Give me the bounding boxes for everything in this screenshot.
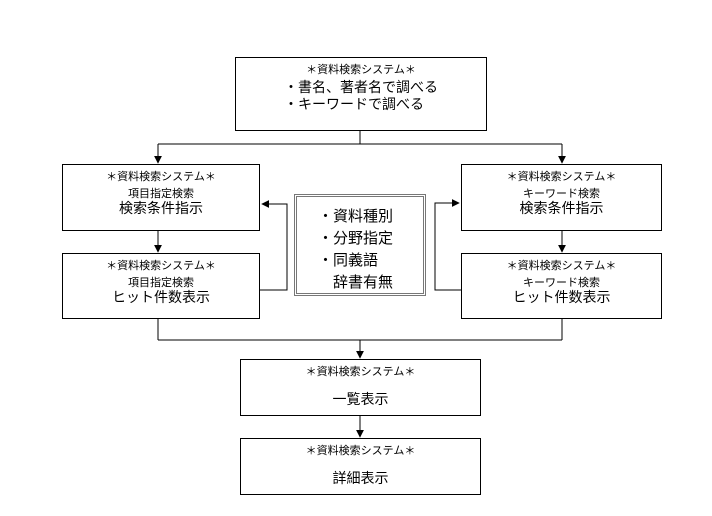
left-hits-main: ヒット件数表示 [112,290,210,306]
top-box-option-title-author: ・書名、著者名で調べる [284,80,438,96]
left-search-header: ＊資料検索システム＊ [106,170,216,183]
left-hits-header: ＊資料検索システム＊ [106,259,216,272]
right-search-condition-box: ＊資料検索システム＊ キーワード検索 検索条件指示 [461,164,662,231]
detail-view-main: 詳細表示 [332,471,389,487]
left-search-condition-box: ＊資料検索システム＊ 項目指定検索 検索条件指示 [62,164,260,231]
left-search-sub: 項目指定検索 [128,187,194,200]
right-hit-count-box: ＊資料検索システム＊ キーワード検索 ヒット件数表示 [461,253,662,319]
option-material-type: ・資料種別 [318,207,394,225]
right-hits-header: ＊資料検索システム＊ [506,259,617,272]
right-search-header: ＊資料検索システム＊ [506,170,617,183]
right-search-main: 検索条件指示 [519,201,604,217]
top-box-option-keyword: ・キーワードで調べる [284,97,424,113]
option-dictionary: 辞書有無 [333,273,394,291]
list-view-main: 一覧表示 [332,392,389,408]
search-options-list: ・資料種別 ・分野指定 ・同義語 辞書有無 [318,205,393,293]
list-view-box: ＊資料検索システム＊ 一覧表示 [240,359,481,416]
top-system-box: ＊資料検索システム＊ ・書名、著者名で調べる ・キーワードで調べる [235,57,487,131]
left-hits-sub: 項目指定検索 [128,276,194,289]
search-options-box: ・資料種別 ・分野指定 ・同義語 辞書有無 [294,194,426,296]
list-view-header: ＊資料検索システム＊ [305,365,416,378]
top-box-header: ＊資料検索システム＊ [306,63,416,76]
left-search-main: 検索条件指示 [119,201,203,217]
arrow-right-feedback [434,199,461,291]
top-box-options: ・書名、著者名で調べる ・キーワードで調べる [284,80,438,114]
right-search-sub: キーワード検索 [523,187,600,200]
option-field: ・分野指定 [318,229,394,247]
option-synonym: ・同義語 [318,251,379,269]
arrow-left-feedback [259,200,288,291]
left-hit-count-box: ＊資料検索システム＊ 項目指定検索 ヒット件数表示 [62,253,260,319]
right-hits-main: ヒット件数表示 [512,290,611,306]
right-hits-sub: キーワード検索 [523,276,600,289]
detail-view-header: ＊資料検索システム＊ [305,444,416,457]
detail-view-box: ＊資料検索システム＊ 詳細表示 [240,438,481,495]
